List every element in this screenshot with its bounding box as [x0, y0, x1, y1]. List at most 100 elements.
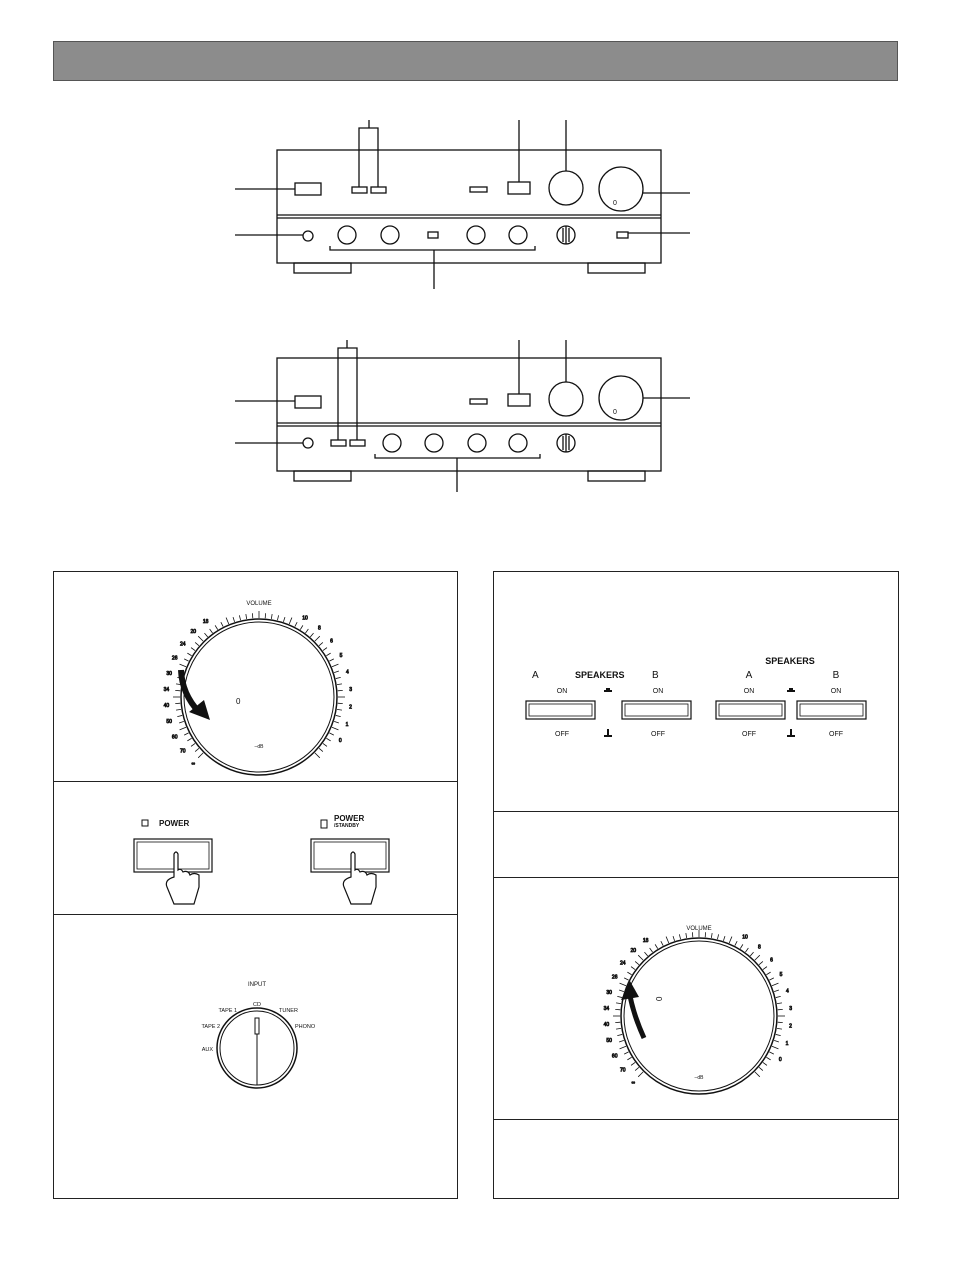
- volume-tick: [322, 743, 328, 747]
- volume-tick: [183, 658, 189, 662]
- volume-tick: [329, 732, 335, 736]
- volume-unit-label-2: –dB: [695, 1075, 705, 1081]
- power-label: POWER: [159, 819, 189, 828]
- speaker-b-switch[interactable]: [621, 700, 692, 720]
- power-standby-switch-button[interactable]: [310, 838, 390, 873]
- speaker-a-off-label-2: OFF: [742, 731, 756, 738]
- volume-tick: [685, 932, 688, 939]
- volume-tick: [187, 737, 192, 742]
- volume-scale-label: 50: [606, 1038, 612, 1044]
- volume-scale-label: 2: [789, 1024, 792, 1030]
- step-panel-input: INPUT AUX TAPE 2 TAPE 1 CD TUNER PHONO: [53, 914, 458, 1199]
- volume-tick: [776, 1027, 783, 1030]
- volume-tick: [654, 944, 659, 949]
- volume-scale-label: 26: [612, 975, 618, 981]
- input-option-phono: PHONO: [295, 1024, 316, 1030]
- volume-tick: [335, 715, 341, 717]
- volume-tick: [758, 961, 764, 965]
- volume-scale-label: 50: [166, 719, 172, 725]
- volume-scale-label: 3: [349, 687, 352, 693]
- power-switch-button[interactable]: [133, 838, 213, 873]
- volume-scale-label: 20: [190, 629, 196, 635]
- speaker-a-switch-2[interactable]: [715, 700, 786, 720]
- volume-tick: [331, 663, 339, 668]
- volume-scale-label: 40: [164, 703, 170, 709]
- volume-tick: [225, 617, 230, 625]
- volume-tick: [204, 632, 208, 638]
- volume-tick: [618, 1040, 624, 1043]
- power-standby-label: POWER: [334, 814, 364, 823]
- volume-tick: [766, 971, 771, 976]
- speakers-label-2: SPEAKERS: [765, 656, 815, 666]
- volume-tick: [769, 1051, 775, 1055]
- volume-tick: [617, 996, 623, 998]
- volume-tick: [335, 677, 341, 679]
- volume-scale-label: 8: [318, 626, 321, 632]
- volume-tick: [774, 989, 780, 992]
- volume-tick: [245, 613, 248, 620]
- volume-tick: [627, 971, 632, 976]
- volume-scale-label: 8: [758, 945, 761, 951]
- speaker-b-off-label: OFF: [651, 731, 665, 738]
- volume-scale-label: 10: [742, 934, 748, 940]
- volume-scale-label: 34: [604, 1006, 610, 1012]
- volume-scale-label: 30: [166, 671, 172, 677]
- volume-tick: [630, 966, 636, 970]
- volume-tick: [758, 1067, 764, 1071]
- volume-tick: [771, 982, 779, 987]
- volume-scale-label: 4: [346, 670, 349, 676]
- volume-tick: [623, 977, 629, 981]
- svg-text:0: 0: [655, 996, 664, 1001]
- svg-text:0: 0: [236, 697, 241, 706]
- volume-tick: [619, 1045, 627, 1050]
- volume-scale-label: 40: [604, 1022, 610, 1028]
- pointing-hand-icon: [342, 851, 377, 905]
- speaker-b-label: B: [652, 670, 659, 681]
- input-option-aux: AUX: [202, 1047, 214, 1053]
- volume-tick: [194, 748, 200, 752]
- speaker-b-switch-2[interactable]: [796, 700, 867, 720]
- volume-tick: [745, 947, 749, 953]
- volume-tick: [766, 1056, 771, 1061]
- volume-tick: [775, 996, 781, 998]
- volume-tick: [336, 708, 343, 711]
- volume-tick: [314, 635, 321, 642]
- push-switch-icon: [604, 688, 612, 737]
- volume-tick: [776, 1002, 783, 1005]
- input-selector-title: INPUT: [248, 982, 266, 988]
- speakers-label: SPEAKERS: [575, 670, 625, 680]
- volume-scale-label: 24: [180, 642, 186, 648]
- volume-tick: [615, 1002, 622, 1005]
- input-option-tape2: TAPE 2: [201, 1024, 220, 1030]
- volume-tick: [197, 752, 204, 759]
- volume-tick: [326, 737, 331, 742]
- volume-scale-label: 34: [164, 687, 170, 693]
- volume-tick: [762, 1062, 768, 1066]
- volume-tick: [183, 732, 189, 736]
- speaker-b-off-label-2: OFF: [829, 731, 843, 738]
- speaker-a-switch[interactable]: [525, 700, 596, 720]
- volume-tick: [305, 628, 309, 634]
- input-option-tuner: TUNER: [279, 1008, 298, 1014]
- volume-scale-label: 60: [172, 734, 178, 740]
- input-selector-knob-icon: [216, 1007, 298, 1089]
- volume-scale-label: 0: [339, 738, 342, 744]
- volume-tick: [294, 621, 298, 627]
- speaker-a-on-label: ON: [557, 688, 568, 695]
- volume-tick: [637, 954, 644, 961]
- volume-tick: [723, 935, 726, 941]
- volume-scale-label: 10: [302, 615, 308, 621]
- volume-tick: [618, 989, 624, 992]
- volume-scale-label: 60: [612, 1053, 618, 1059]
- volume-tick: [644, 951, 648, 957]
- volume-tick: [177, 715, 183, 717]
- volume-tick: [299, 625, 304, 630]
- volume-scale-label: 18: [203, 619, 209, 625]
- step-panel-blank: [493, 811, 899, 878]
- volume-tick: [734, 940, 738, 946]
- volume-tick: [649, 947, 653, 953]
- volume-scale-label: 5: [780, 972, 783, 978]
